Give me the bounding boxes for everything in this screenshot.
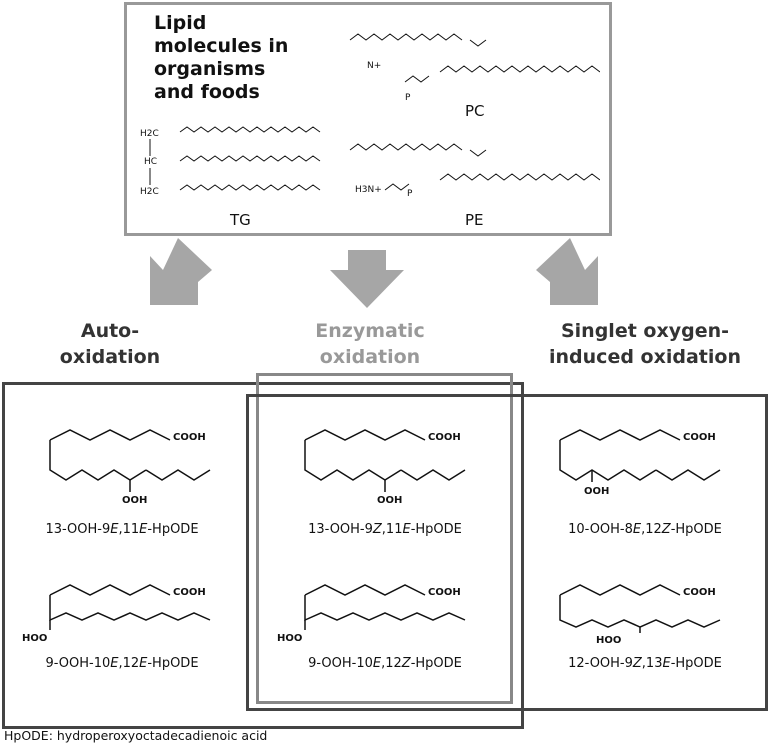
- h2c-label: H2C: [140, 187, 159, 197]
- hpode-structure: COOH OOH: [49, 429, 211, 506]
- label-line: oxidation: [319, 346, 421, 368]
- ooh-label: OOH: [122, 495, 147, 506]
- cooh-label: COOH: [173, 432, 206, 443]
- p-label: P: [405, 93, 411, 103]
- label-line: Singlet oxygen-: [560, 320, 729, 342]
- h2c-label: H2C: [140, 129, 159, 139]
- singlet-oxygen-label: Singlet oxygen- induced oxidation: [540, 318, 750, 370]
- hpode-structure: COOH HOO: [22, 584, 211, 644]
- arrows: [150, 238, 598, 308]
- arrow-to-enzymatic: [330, 250, 404, 308]
- hpode-structure: COOH OOH: [559, 429, 721, 497]
- product-caption: 13-OOH-9E,11E-HpODE: [45, 522, 199, 537]
- heading-line: molecules in: [154, 35, 289, 57]
- label-line: oxidation: [59, 346, 161, 368]
- auto-oxidation-box: [2, 382, 524, 729]
- lipid-molecules-box: [124, 2, 612, 236]
- product-caption: 13-OOH-9Z,11E-HpODE: [308, 522, 462, 537]
- pe-structure: H3N+ P: [349, 143, 600, 199]
- pc-label: PC: [465, 102, 485, 120]
- label-line: Enzymatic: [315, 320, 425, 342]
- label-line: induced oxidation: [549, 346, 741, 368]
- footnote: HpODE: hydroperoxyoctadecadienoic acid: [4, 728, 268, 743]
- lipid-heading: Lipid molecules in organisms and foods: [154, 12, 288, 104]
- tg-label: TG: [230, 211, 251, 229]
- nme3-label: N+: [367, 61, 381, 71]
- hpode-structure: COOH OOH: [304, 429, 466, 506]
- singlet-oxygen-box: [246, 394, 768, 711]
- pc-structure: N+ P: [349, 33, 600, 103]
- arrow-to-singlet: [536, 238, 598, 305]
- hoo-label: HOO: [22, 633, 47, 644]
- cooh-label: COOH: [683, 432, 716, 443]
- h3n-label: H3N+: [355, 185, 382, 195]
- tg-structure: H2C HC H2C: [140, 126, 321, 197]
- ooh-label: OOH: [377, 495, 402, 506]
- product-caption: 12-OOH-9Z,13E-HpODE: [568, 656, 722, 671]
- product-caption: 10-OOH-8E,12Z-HpODE: [568, 522, 722, 537]
- cooh-label: COOH: [428, 587, 461, 598]
- heading-line: Lipid: [154, 12, 207, 34]
- cooh-label: COOH: [683, 587, 716, 598]
- pe-label: PE: [465, 211, 484, 229]
- heading-line: and foods: [154, 81, 260, 103]
- product-caption: 9-OOH-10E,12Z-HpODE: [308, 656, 462, 671]
- hpode-structure: COOH HOO: [277, 584, 466, 644]
- hc-label: HC: [144, 157, 157, 167]
- cooh-label: COOH: [173, 587, 206, 598]
- arrow-to-auto: [150, 238, 212, 305]
- hoo-label: HOO: [596, 635, 621, 646]
- auto-oxidation-label: Auto- oxidation: [30, 318, 190, 370]
- label-line: Auto-: [80, 320, 140, 342]
- hoo-label: HOO: [277, 633, 302, 644]
- enzymatic-oxidation-box: [256, 373, 513, 704]
- p-label: P: [407, 189, 413, 199]
- product-caption: 9-OOH-10E,12E-HpODE: [45, 656, 199, 671]
- cooh-label: COOH: [428, 432, 461, 443]
- ooh-label: OOH: [584, 486, 609, 497]
- hpode-structure: COOH HOO: [559, 584, 721, 646]
- enzymatic-oxidation-label: Enzymatic oxidation: [290, 318, 450, 370]
- heading-line: organisms: [154, 58, 266, 80]
